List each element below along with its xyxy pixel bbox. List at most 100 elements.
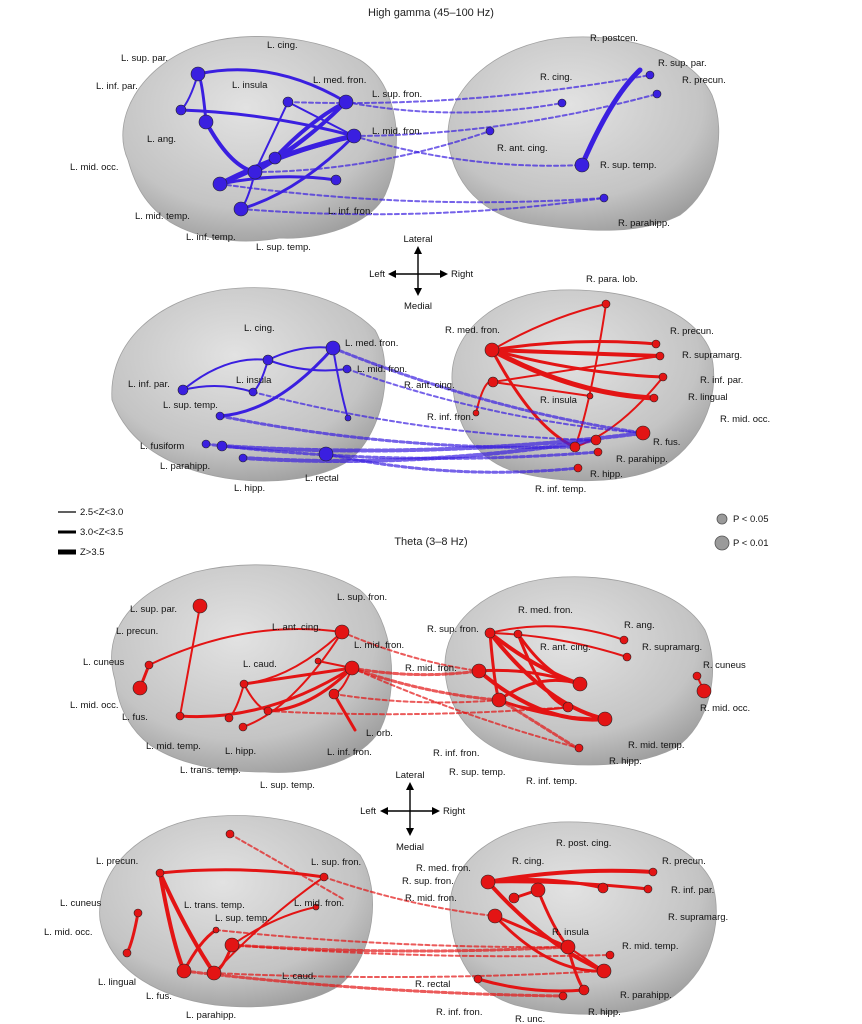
region-node bbox=[569, 441, 581, 453]
connection-edge bbox=[476, 977, 586, 993]
connection-edge bbox=[331, 346, 645, 435]
region-node bbox=[198, 114, 214, 130]
connection-edge bbox=[219, 183, 605, 204]
legend-node-small-label: P < 0.05 bbox=[733, 514, 768, 525]
region-label: L. precun. bbox=[116, 626, 158, 637]
connection-edge bbox=[333, 693, 500, 704]
region-label: L. inf. fron. bbox=[328, 206, 373, 217]
connection-edge bbox=[178, 666, 354, 719]
direction-left: Left bbox=[369, 269, 385, 280]
region-node bbox=[593, 447, 603, 457]
region-label: R. ant. cing. bbox=[497, 143, 548, 154]
region-label: R. parahipp. bbox=[616, 454, 668, 465]
region-node bbox=[212, 176, 228, 192]
region-label: L. trans. temp. bbox=[180, 765, 241, 776]
region-label: L. sup. par. bbox=[121, 53, 168, 64]
node-size-legend: P < 0.05 P < 0.01 bbox=[714, 513, 768, 551]
region-node bbox=[574, 743, 584, 753]
region-label: R. unc. bbox=[515, 1014, 545, 1024]
region-label: L. fus. bbox=[146, 991, 172, 1002]
connection-edge bbox=[493, 914, 570, 949]
region-label: R. hipp. bbox=[609, 756, 642, 767]
region-label: R. cing. bbox=[512, 856, 544, 867]
legend-line-medium-label: 3.0<Z<3.5 bbox=[80, 527, 123, 538]
region-node bbox=[471, 663, 487, 679]
region-node bbox=[508, 892, 520, 904]
connection-edge bbox=[213, 970, 605, 979]
connection-edge bbox=[324, 452, 580, 474]
connection-edge bbox=[323, 876, 496, 917]
region-label: L. hipp. bbox=[234, 483, 265, 494]
region-label: L. sup. fron. bbox=[311, 857, 361, 868]
direction-left: Left bbox=[360, 806, 376, 817]
region-label: L. sup. fron. bbox=[372, 89, 422, 100]
region-label: L. insula bbox=[232, 80, 268, 91]
connection-edge bbox=[215, 929, 569, 949]
region-label: R. mid. fron. bbox=[405, 663, 457, 674]
connection-edge bbox=[239, 134, 356, 211]
arrowhead-down-icon bbox=[406, 828, 414, 836]
region-node bbox=[487, 376, 499, 388]
region-node bbox=[590, 434, 602, 446]
region-label: L. rectal bbox=[305, 473, 339, 484]
region-node bbox=[487, 908, 503, 924]
arrowhead-right-icon bbox=[440, 270, 448, 278]
connection-edge bbox=[179, 108, 356, 138]
region-label: L. precun. bbox=[96, 856, 138, 867]
region-node bbox=[338, 94, 354, 110]
region-label: R. med. fron. bbox=[445, 325, 500, 336]
region-label: R. hipp. bbox=[590, 469, 623, 480]
region-node bbox=[572, 676, 588, 692]
region-label: R. post. cing. bbox=[556, 838, 611, 849]
brain-th-lat-left bbox=[111, 564, 393, 773]
connection-edge bbox=[254, 130, 491, 173]
region-label: L. mid. occ. bbox=[70, 700, 119, 711]
region-node bbox=[177, 384, 189, 396]
region-labels: L. sup. par. L. cing. L. inf. par. L. in… bbox=[44, 33, 770, 1024]
connection-edge bbox=[267, 706, 569, 716]
arrowhead-left-icon bbox=[388, 270, 396, 278]
region-node bbox=[344, 660, 360, 676]
connection-edge bbox=[497, 678, 582, 702]
region-node bbox=[328, 688, 340, 700]
region-label: R. inf. fron. bbox=[433, 748, 479, 759]
theta-title: Theta (3–8 Hz) bbox=[394, 536, 467, 548]
region-label: R. med. fron. bbox=[416, 863, 471, 874]
region-label: L. fus. bbox=[122, 712, 148, 723]
region-node bbox=[192, 598, 208, 614]
region-node bbox=[122, 948, 132, 958]
region-label: R. med. fron. bbox=[518, 605, 573, 616]
region-label: L. sup. temp. bbox=[260, 780, 315, 791]
region-label: L. parahipp. bbox=[186, 1010, 236, 1021]
legend-line-thick-label: Z>3.5 bbox=[80, 547, 105, 558]
direction-bottom: Medial bbox=[404, 301, 432, 312]
region-label: R. cuneus bbox=[703, 660, 746, 671]
region-node bbox=[558, 991, 568, 1001]
region-node bbox=[696, 683, 712, 699]
direction-top: Lateral bbox=[403, 234, 432, 245]
region-node bbox=[175, 711, 185, 721]
connection-edge bbox=[267, 359, 348, 372]
region-label: R. supramarg. bbox=[642, 642, 702, 653]
region-node bbox=[225, 829, 235, 839]
region-label: L. mid. fron. bbox=[294, 898, 344, 909]
region-label: R. parahipp. bbox=[620, 990, 672, 1001]
region-label: L. caud. bbox=[282, 971, 316, 982]
region-label: R. hipp. bbox=[588, 1007, 621, 1018]
region-label: R. mid. fron. bbox=[405, 893, 457, 904]
connection-edge bbox=[266, 666, 354, 713]
region-label: R. mid. temp. bbox=[622, 941, 679, 952]
region-node bbox=[658, 372, 668, 382]
region-label: L. inf. par. bbox=[96, 81, 138, 92]
region-node bbox=[224, 713, 234, 723]
connection-edge bbox=[491, 303, 607, 351]
region-node bbox=[605, 950, 615, 960]
region-node bbox=[224, 937, 240, 953]
region-node bbox=[643, 884, 653, 894]
region-label: L. trans. temp. bbox=[184, 900, 245, 911]
region-node bbox=[262, 354, 274, 366]
connection-edge bbox=[179, 605, 201, 717]
region-node bbox=[557, 98, 567, 108]
region-node bbox=[346, 128, 362, 144]
